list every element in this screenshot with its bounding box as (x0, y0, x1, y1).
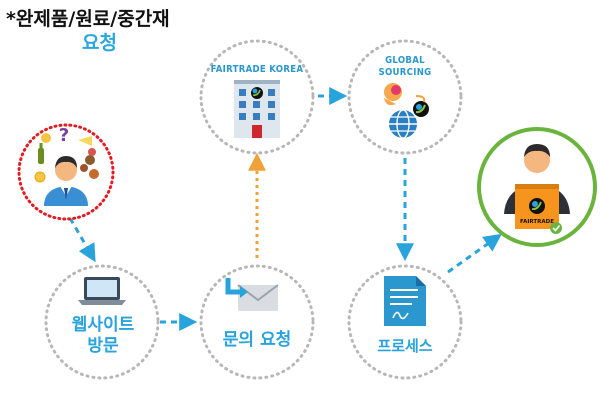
fairtrade-korea-node: FAIRTRADE KOREA (199, 39, 315, 155)
global-sourcing-node: GLOBAL SOURCING (347, 39, 463, 155)
header-title: *완제품/원료/중간재 (6, 8, 170, 30)
global-sourcing-caption-line1: GLOBAL (385, 55, 425, 66)
fairtrade-logo-icon (413, 101, 429, 117)
website-visit-node: 웹사이트 방문 (44, 264, 160, 380)
global-sourcing-caption-line2: SOURCING (379, 67, 432, 78)
thinking-head-icon (384, 83, 402, 106)
fairtrade-korea-caption: FAIRTRADE KOREA (211, 64, 304, 75)
process-node: 프로세스 (347, 264, 463, 380)
check-badge-icon (550, 222, 562, 234)
website-visit-label-line2: 방문 (87, 336, 119, 356)
inquiry-node: 문의 요청 (199, 264, 315, 380)
mail-icon (225, 278, 279, 311)
header-subtitle: 요청 (82, 32, 117, 54)
office-building-icon (234, 80, 280, 138)
final-delivery-node: FAIRTRADE (477, 127, 597, 247)
inquiry-label: 문의 요청 (223, 329, 291, 350)
document-icon (384, 276, 426, 326)
laptop-icon (78, 277, 126, 305)
arrow-consumer-to-website (68, 217, 96, 263)
arrow-process-to-final (447, 233, 502, 274)
question-mark-icon: ? (59, 125, 69, 146)
process-label: 프로세스 (377, 337, 432, 355)
food-items-icon (34, 133, 99, 183)
person-icon (44, 156, 88, 206)
website-visit-label-line1: 웹사이트 (72, 315, 135, 335)
person-with-box-icon: FAIRTRADE (504, 144, 570, 229)
consumer-node: ? (17, 123, 115, 221)
fairtrade-box-badge: FAIRTRADE (520, 219, 554, 225)
globe-icon (389, 109, 417, 139)
